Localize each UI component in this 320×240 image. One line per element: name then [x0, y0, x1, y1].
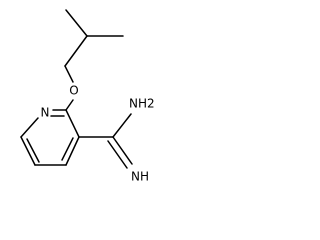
molecule-structure: O N NH2 NH [20, 9, 155, 184]
bond-ch-ch2 [64, 35, 88, 67]
bond-c6-c5-b [26, 138, 40, 163]
imine-label: NH [131, 170, 149, 184]
oxygen-label: O [69, 84, 78, 98]
bond-c2-c3 [65, 109, 80, 138]
bond-camidine-nh-a [112, 136, 133, 165]
bond-c4-c3-b [61, 137, 74, 161]
bond-o-c2 [65, 99, 74, 111]
bond-n1-c6 [20, 117, 39, 138]
ring-nitrogen-label: N [41, 106, 50, 120]
bond-camidine-nh2 [112, 113, 132, 138]
bond-ch2-o [64, 65, 74, 83]
bond-camidine-nh-b [107, 140, 128, 169]
bond-methyl-left [65, 9, 88, 37]
bond-c6-c5-a [20, 136, 36, 166]
bond-c4-c3-a [65, 136, 80, 166]
amine-label: NH2 [129, 97, 155, 111]
